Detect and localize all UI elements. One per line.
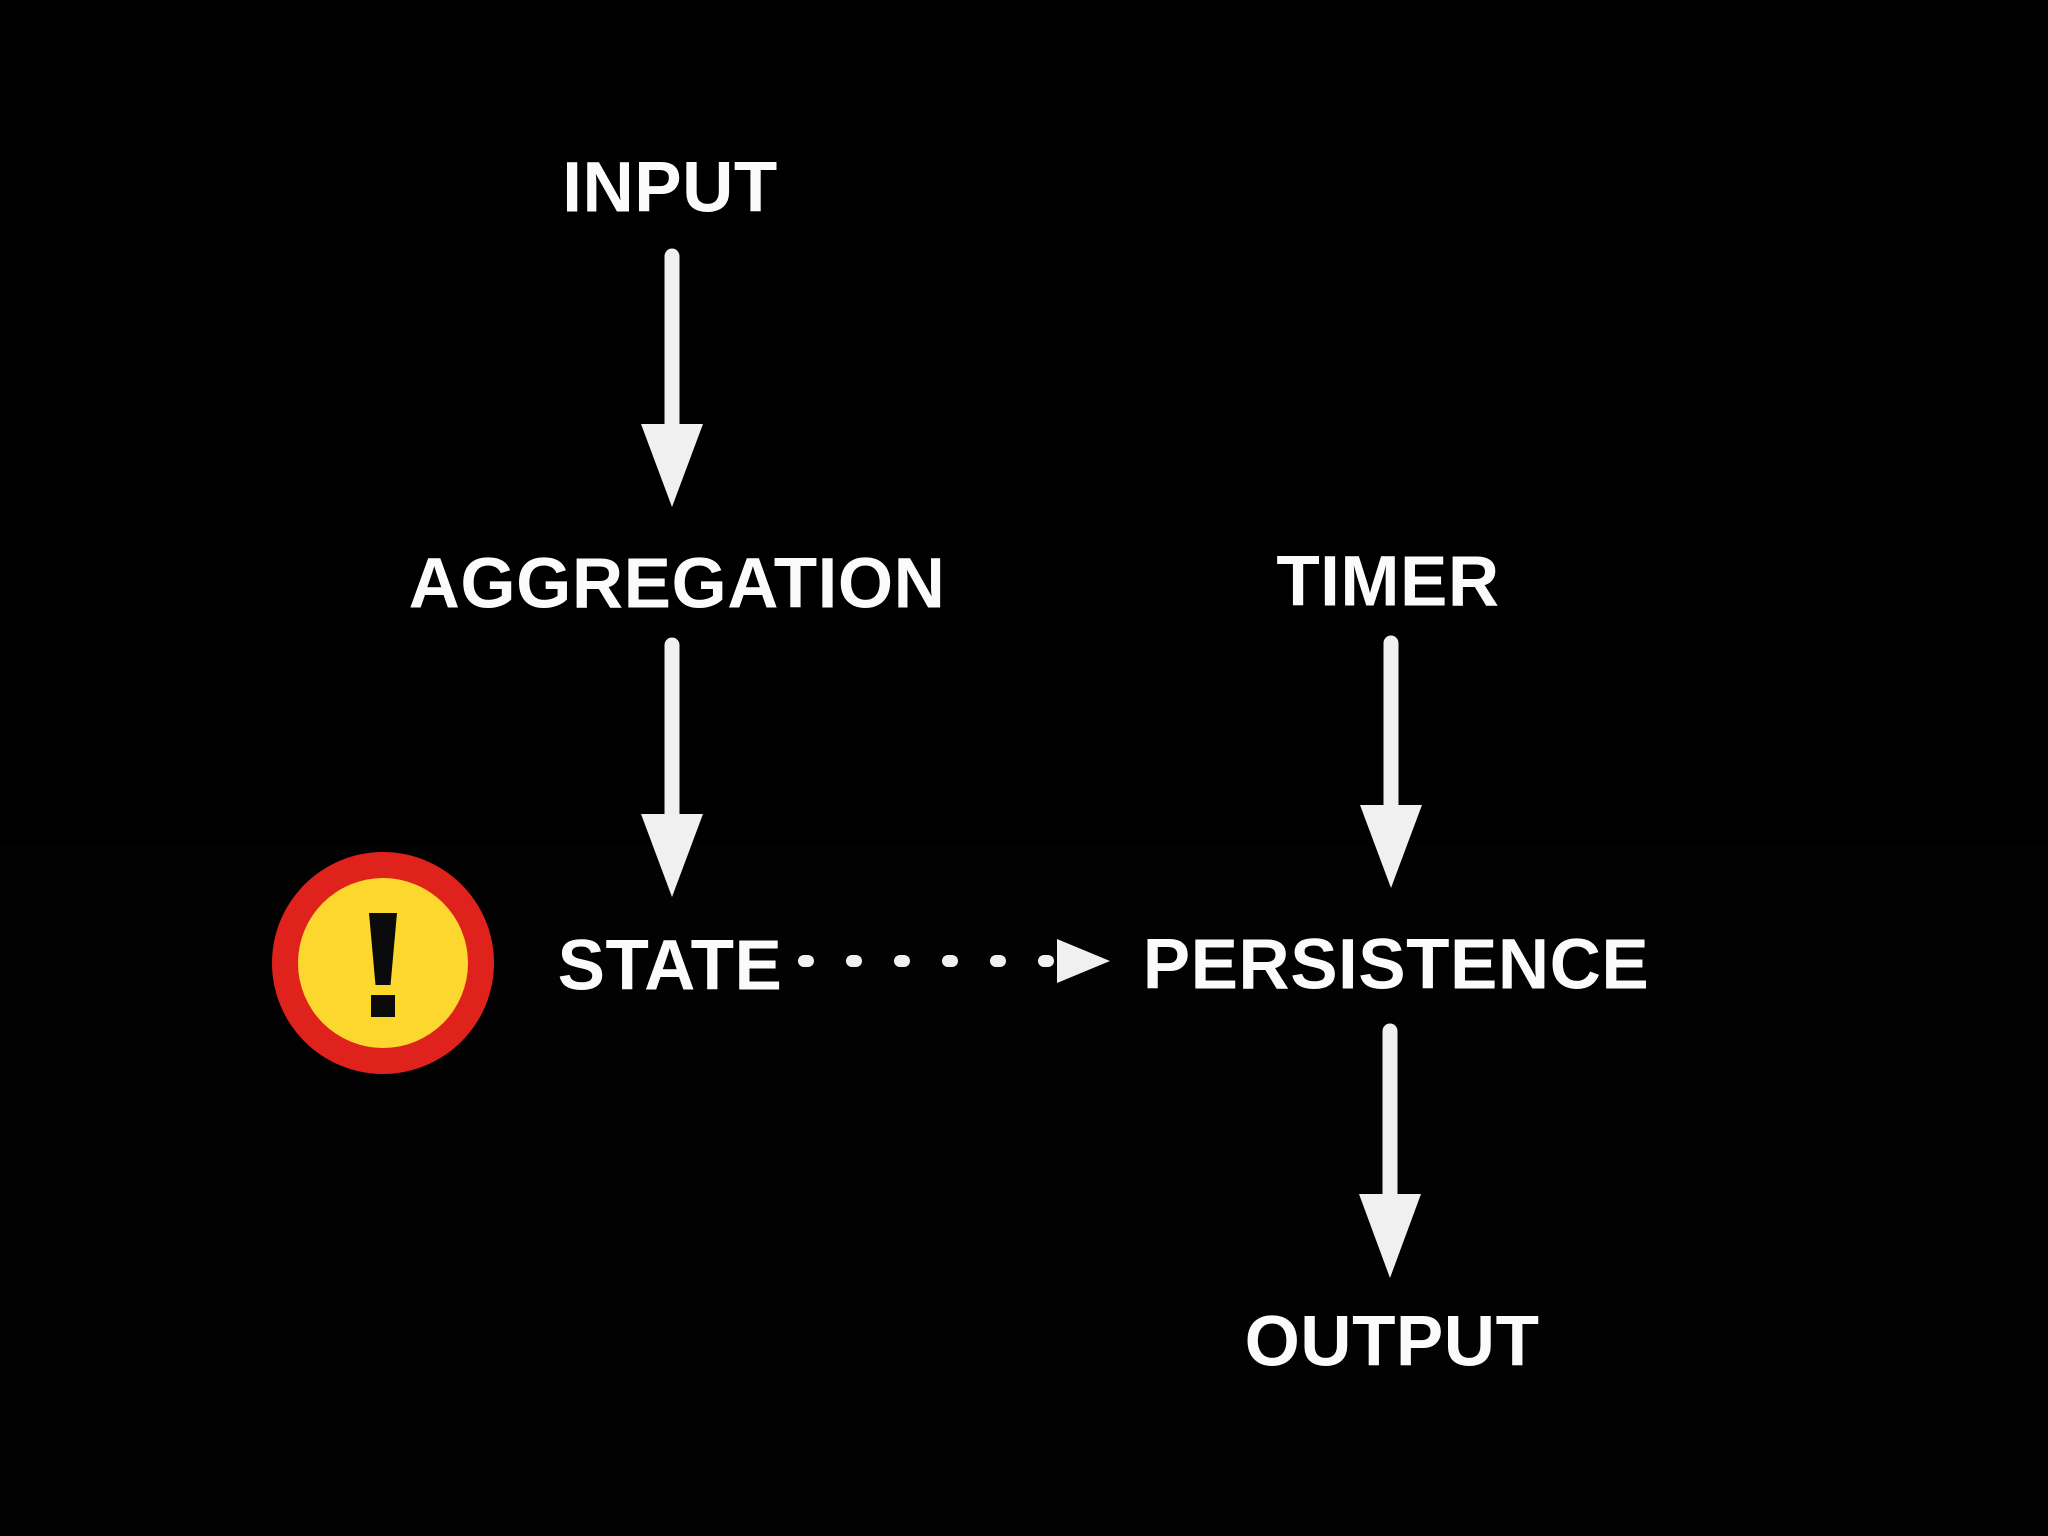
arrow-persistence-to-output (1359, 1023, 1421, 1278)
arrow-input-to-aggregation (641, 248, 703, 507)
node-input: INPUT (562, 148, 778, 228)
node-output: OUTPUT (1244, 1302, 1540, 1382)
node-aggregation: AGGREGATION (408, 544, 946, 624)
arrow-aggregation-to-state (641, 637, 703, 897)
node-state: STATE (557, 926, 783, 1006)
exclamation-icon (369, 913, 397, 1017)
node-timer: TIMER (1276, 542, 1500, 622)
warning-icon (272, 852, 494, 1074)
dashed-arrow-state-to-persistence (798, 939, 1110, 983)
arrow-timer-to-persistence (1360, 635, 1422, 888)
node-persistence: PERSISTENCE (1142, 925, 1650, 1005)
